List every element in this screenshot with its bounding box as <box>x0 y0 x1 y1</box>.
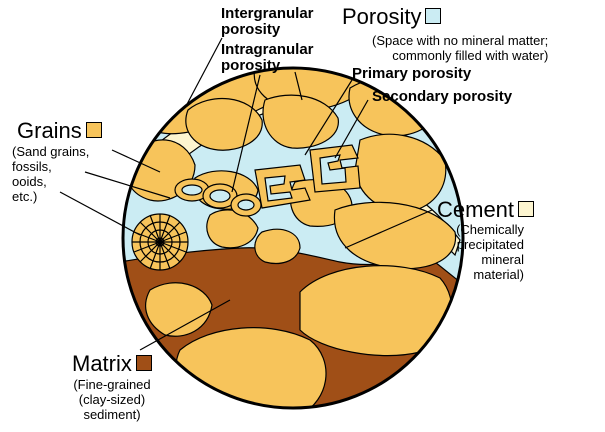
matrix-description: (Fine-grained (clay-sized) sediment) <box>62 378 162 423</box>
porosity-description: (Space with no mineral matter; commonly … <box>372 34 548 64</box>
grains-swatch <box>86 122 102 138</box>
porosity-title: Porosity <box>342 5 441 28</box>
intergranular-label: Intergranular porosity <box>221 6 314 38</box>
primary-porosity-label: Primary porosity <box>352 66 471 82</box>
grains-title: Grains <box>17 119 102 142</box>
porosity-swatch <box>425 8 441 24</box>
matrix-title: Matrix <box>72 352 152 375</box>
cement-swatch <box>518 201 534 217</box>
matrix-swatch <box>136 355 152 371</box>
cement-title: Cement <box>437 198 534 221</box>
fossil-grain <box>132 214 188 270</box>
secondary-porosity-label: Secondary porosity <box>372 89 512 105</box>
intragranular-label: Intragranular porosity <box>221 42 314 74</box>
grains-description: (Sand grains, fossils, ooids, etc.) <box>12 145 89 205</box>
cement-description: (Chemically precipitated mineral materia… <box>432 223 524 283</box>
